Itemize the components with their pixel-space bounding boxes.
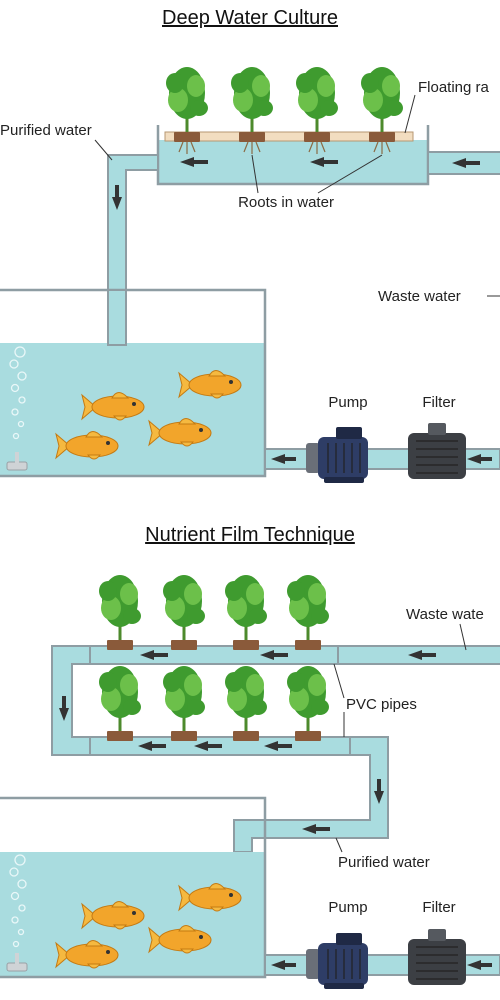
nft-plants-upper (97, 573, 331, 652)
plant-icon (164, 65, 210, 144)
plant-icon (285, 573, 331, 652)
label-pump-dwc: Pump (328, 394, 367, 411)
filter-icon (407, 422, 467, 480)
label-purified-water-nft: Purified water (338, 854, 430, 871)
label-waste-water-nft: Waste wate (406, 606, 484, 623)
plant-icon (97, 573, 143, 652)
pump-icon (305, 426, 369, 484)
label-roots-in-water: Roots in water (238, 194, 334, 211)
label-waste-water: Waste water (378, 288, 461, 305)
floating-raft (164, 131, 414, 142)
pump-icon (305, 932, 369, 990)
plant-icon (161, 573, 207, 652)
roots (178, 141, 391, 154)
nft-section: Nutrient Film Technique Waste wate (0, 524, 500, 990)
label-pvc-pipes: PVC pipes (346, 696, 417, 713)
plant-icon (161, 664, 207, 743)
plant-icon (294, 65, 340, 144)
plant-icon (285, 664, 331, 743)
dwc-plants (164, 65, 405, 144)
nft-plants-lower (97, 664, 331, 743)
plant-icon (223, 664, 269, 743)
plant-icon (229, 65, 275, 144)
plant-icon (97, 664, 143, 743)
label-filter-nft: Filter (422, 899, 455, 916)
label-purified-water: Purified water (0, 122, 92, 139)
plant-icon (359, 65, 405, 144)
dwc-title: Deep Water Culture (162, 7, 338, 29)
label-pump-nft: Pump (328, 899, 367, 916)
nft-title: Nutrient Film Technique (145, 524, 355, 546)
filter-icon (407, 928, 467, 986)
plant-icon (223, 573, 269, 652)
dwc-section: Deep Water Culture Purified wat (0, 7, 500, 484)
label-filter-dwc: Filter (422, 394, 455, 411)
label-floating-raft: Floating ra (418, 79, 490, 96)
